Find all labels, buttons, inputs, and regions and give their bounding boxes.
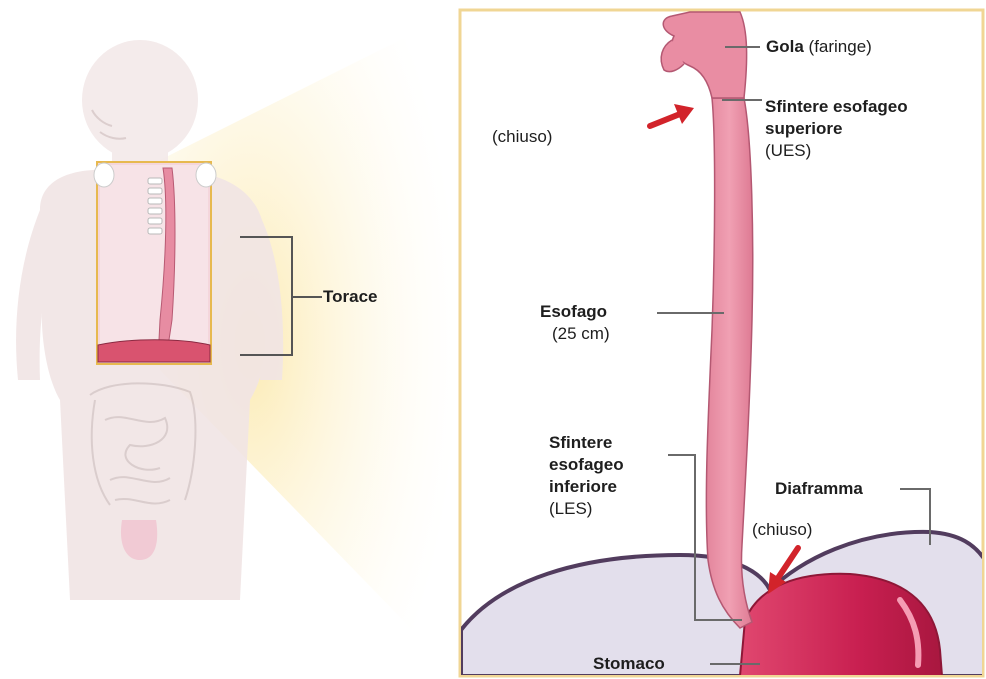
label-chiuso-bottom: (chiuso) bbox=[752, 519, 812, 541]
label-les: Sfintere esofageo inferiore (LES) bbox=[549, 432, 624, 520]
label-les-abbr: (LES) bbox=[549, 498, 624, 520]
chest-highlight-box bbox=[94, 162, 216, 364]
label-gola: Gola (faringe) bbox=[766, 36, 872, 58]
label-les-line3: inferiore bbox=[549, 476, 624, 498]
label-diaframma: Diaframma bbox=[775, 478, 863, 500]
label-chiuso-top: (chiuso) bbox=[492, 126, 552, 148]
label-gola-faringe: (faringe) bbox=[809, 37, 872, 56]
label-ues-abbr: (UES) bbox=[765, 140, 908, 162]
label-gola-bold: Gola bbox=[766, 37, 804, 56]
label-stomaco: Stomaco bbox=[593, 653, 665, 675]
label-esofago: Esofago (25 cm) bbox=[540, 301, 610, 345]
label-ues-line1: Sfintere esofageo bbox=[765, 96, 908, 118]
label-ues-line2: superiore bbox=[765, 118, 908, 140]
label-esofago-length: (25 cm) bbox=[540, 323, 610, 345]
label-ues: Sfintere esofageo superiore (UES) bbox=[765, 96, 908, 162]
label-les-line2: esofageo bbox=[549, 454, 624, 476]
label-torace: Torace bbox=[323, 286, 378, 308]
label-les-line1: Sfintere bbox=[549, 432, 624, 454]
label-esofago-name: Esofago bbox=[540, 301, 610, 323]
